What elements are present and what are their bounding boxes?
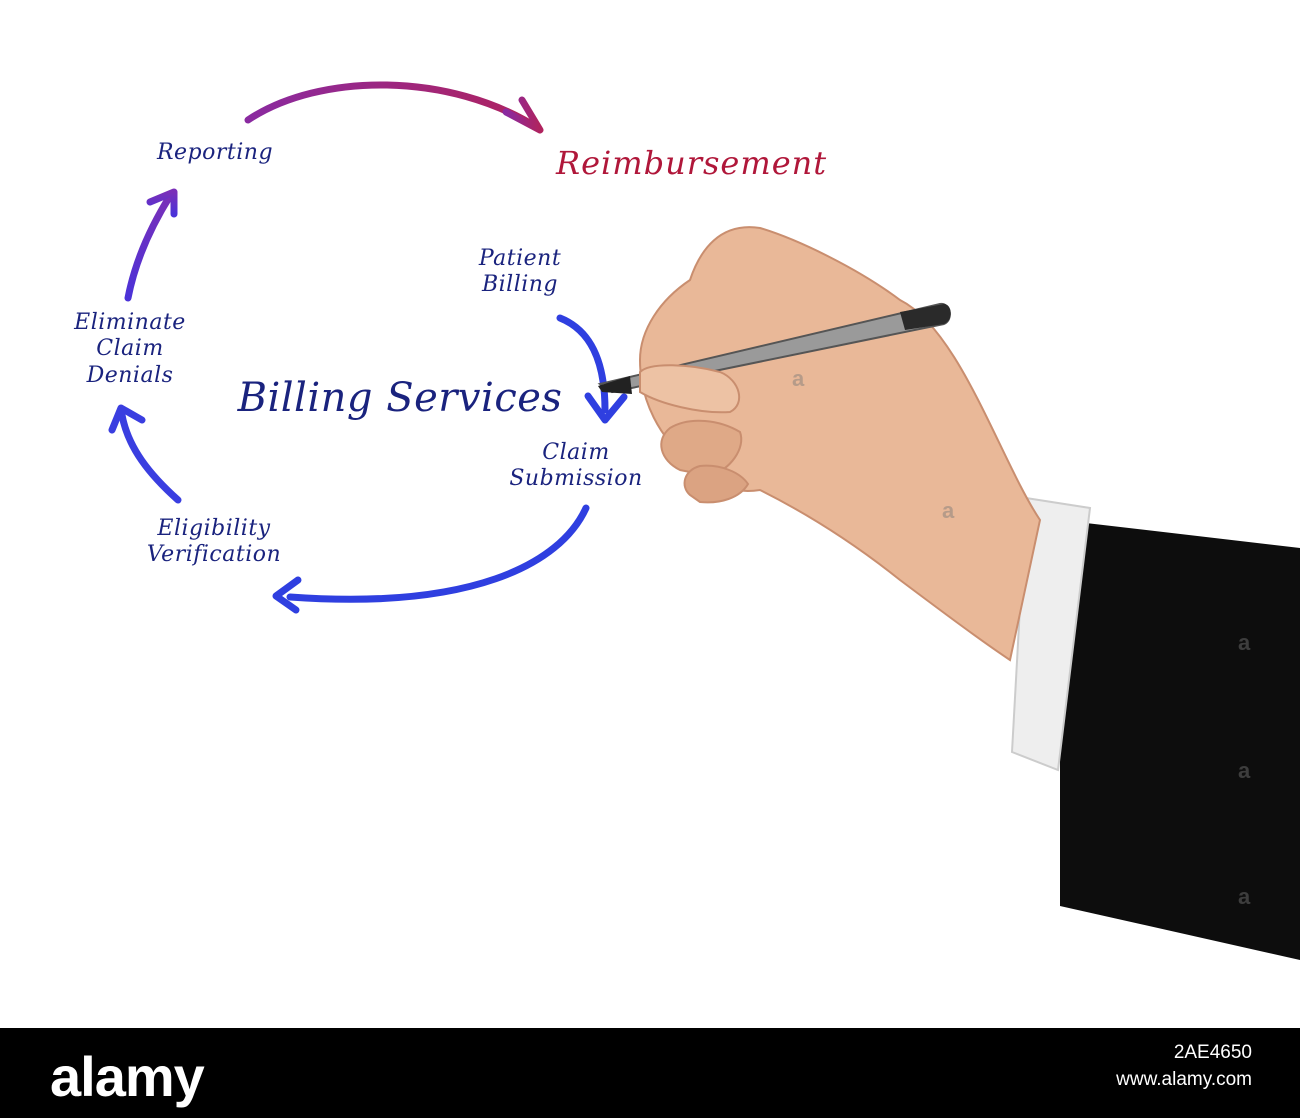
- reporting-label: Reporting: [156, 140, 274, 165]
- arrow-eligibility-to-denials: [108, 404, 182, 504]
- reimbursement-label: Reimbursement: [556, 144, 828, 182]
- stock-photo-footer: alamy 2AE4650 www.alamy.com: [0, 1028, 1300, 1118]
- denials-line-1: Eliminate: [74, 310, 186, 335]
- watermark-mark-2: a: [942, 498, 955, 523]
- watermark-mark-1: a: [792, 366, 805, 391]
- eligibility-line-2: Verification: [146, 542, 282, 568]
- claim-submission-line-1: Claim: [542, 440, 610, 465]
- eligibility-verification-label: Eligibility Verification: [114, 516, 314, 569]
- watermark-mark-3: a: [1238, 630, 1251, 655]
- denials-line-3: Denials: [86, 362, 174, 388]
- patient-billing-label: Patient Billing: [440, 246, 600, 299]
- eliminate-claim-denials-label: Eliminate Claim Denials: [40, 310, 220, 389]
- watermark-mark-5: a: [1238, 884, 1251, 909]
- hand-illustration: [597, 226, 1300, 960]
- billing-services-title: Billing Services: [237, 375, 563, 421]
- eligibility-line-1: Eligibility: [157, 516, 271, 541]
- arrow-denials-to-reporting: [124, 188, 178, 302]
- diagram-arrows: [108, 81, 1300, 960]
- arrow-reporting-to-reimbursement: [244, 81, 544, 134]
- claim-submission-line-2: Submission: [509, 466, 643, 492]
- site-url: www.alamy.com: [1116, 1068, 1252, 1090]
- image-id-block: 2AE4650 www.alamy.com: [1116, 1040, 1252, 1093]
- alamy-logo: alamy: [50, 1045, 205, 1108]
- diagram-canvas: Reimbursement Reporting Patient Billing …: [40, 81, 1300, 960]
- denials-line-2: Claim: [96, 336, 164, 362]
- image-id: 2AE4650: [1173, 1042, 1252, 1063]
- watermark-mark-4: a: [1238, 758, 1251, 783]
- arrow-patient-to-claim: [556, 314, 628, 424]
- claim-submission-label: Claim Submission: [486, 440, 666, 493]
- patient-billing-line-2: Billing: [481, 272, 559, 298]
- patient-billing-line-1: Patient: [478, 246, 562, 271]
- arrow-claim-to-eligibility: [272, 504, 590, 614]
